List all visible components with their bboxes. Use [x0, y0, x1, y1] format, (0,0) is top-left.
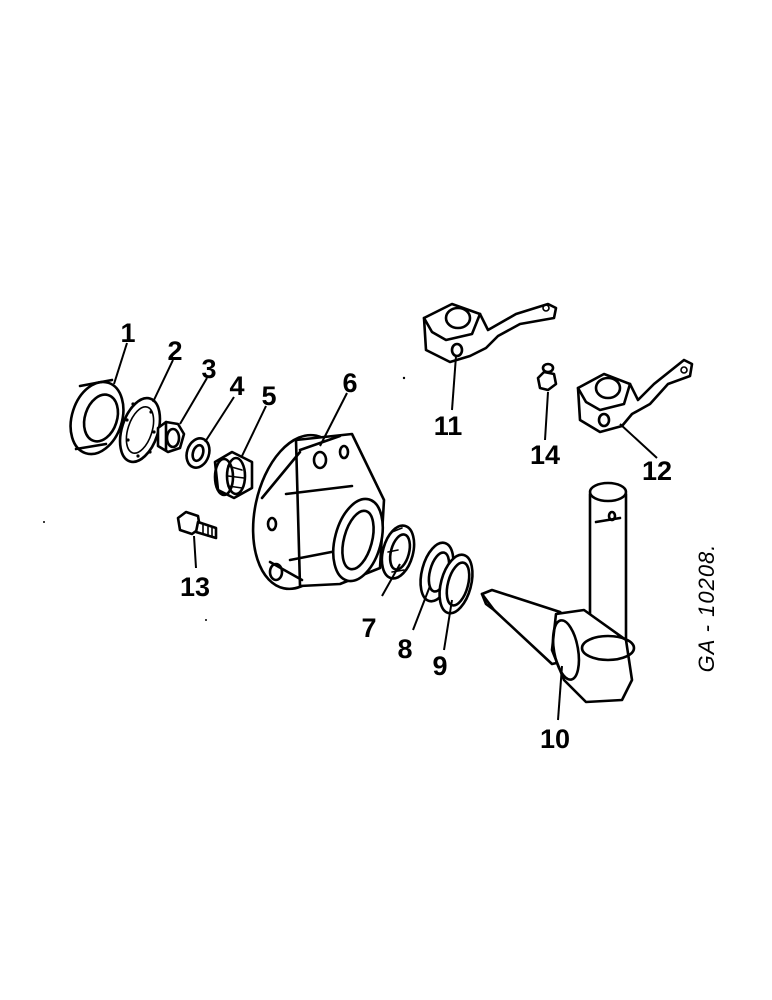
- speck: [205, 619, 207, 621]
- speck: [402, 376, 406, 380]
- part-1-hub-cap: [69, 378, 125, 456]
- callout-13: 13: [180, 572, 210, 602]
- callout-7: 7: [361, 613, 376, 643]
- part-13-bolt: [176, 510, 218, 540]
- part-7-inner-bearing: [380, 524, 416, 580]
- callout-2: 2: [167, 336, 182, 366]
- callout-10: 10: [540, 724, 570, 754]
- callout-1: 1: [120, 318, 135, 348]
- part-3-nut: [156, 420, 186, 454]
- part-5-outer-bearing: [213, 450, 254, 500]
- callout-14: 14: [530, 440, 560, 470]
- callout-4: 4: [229, 371, 244, 401]
- part-9-spacer-ring: [438, 553, 474, 615]
- callout-labels: 1 2 3 4 5 6 7 8 9 10 11 12 13 14: [120, 318, 672, 754]
- callout-12: 12: [642, 456, 672, 486]
- speck: [43, 521, 45, 523]
- part-4-washer: [185, 437, 211, 469]
- part-11-steering-arm: [422, 302, 558, 364]
- callout-8: 8: [397, 634, 412, 664]
- part-14-grease-fitting: [536, 362, 558, 392]
- part-12-steering-arm: [576, 358, 694, 434]
- leader-lines: [113, 342, 658, 721]
- callout-5: 5: [261, 381, 276, 411]
- callout-3: 3: [201, 354, 216, 384]
- part-10-steering-knuckle: [480, 481, 636, 704]
- callout-6: 6: [342, 368, 357, 398]
- drawing-reference: GA - 10208.: [694, 544, 719, 673]
- callout-11: 11: [434, 411, 463, 441]
- callout-9: 9: [432, 651, 447, 681]
- part-6-wheel-hub: [251, 432, 386, 591]
